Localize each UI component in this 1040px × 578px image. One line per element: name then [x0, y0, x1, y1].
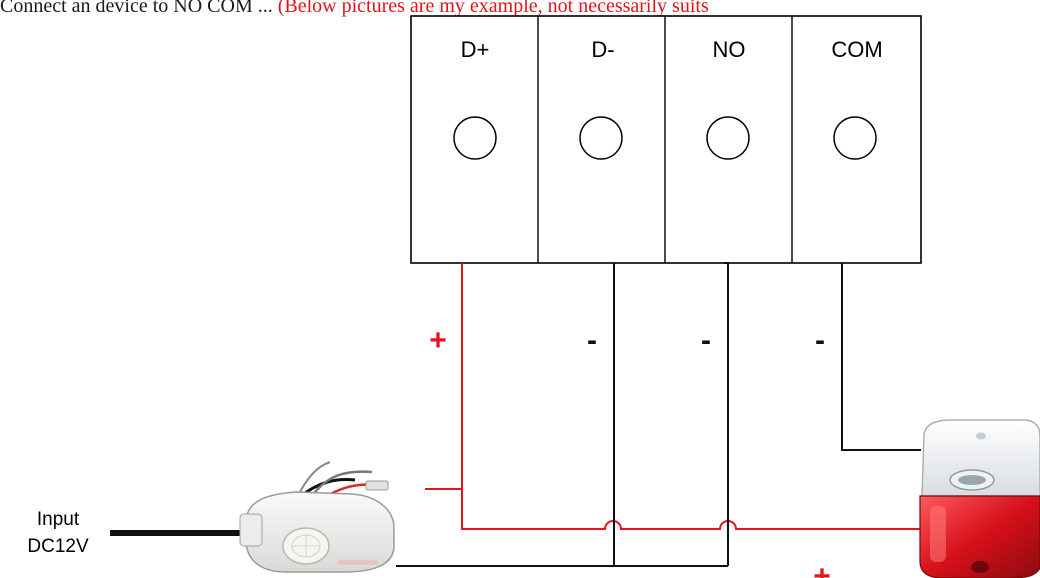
com-polarity-label: - [815, 324, 825, 357]
header-main: Connect an device to NO COM ... [0, 0, 273, 17]
terminal-screw-d-minus [579, 116, 623, 160]
siren-icon [919, 419, 1040, 578]
no-wire [724, 262, 729, 566]
input-label-line2: DC12V [27, 536, 89, 557]
terminal-block: D+ D- NO COM [410, 15, 922, 264]
terminal-label-no: NO [713, 37, 746, 62]
input-label-line1: Input [37, 509, 80, 530]
com-wire [841, 263, 921, 451]
terminal-label-d-minus: D- [591, 37, 614, 62]
siren-positive-label: + [813, 560, 831, 578]
d-minus-polarity-label: - [587, 324, 597, 357]
wires [110, 262, 921, 567]
terminal-screw-com [833, 116, 877, 160]
terminal-screw-d-plus [453, 116, 497, 160]
terminal-label-com: COM [831, 37, 882, 62]
terminal-label-d-plus: D+ [461, 37, 490, 62]
positive-wire [461, 263, 921, 530]
header-note: (Below pictures are my example, not nece… [277, 0, 709, 17]
pir-sensor-icon [239, 461, 395, 573]
d-plus-polarity-label: + [429, 324, 447, 357]
no-polarity-label: - [701, 324, 711, 357]
header-text: Connect an device to NO COM ... (Below p… [0, 0, 1040, 19]
terminal-screw-no [706, 116, 750, 160]
